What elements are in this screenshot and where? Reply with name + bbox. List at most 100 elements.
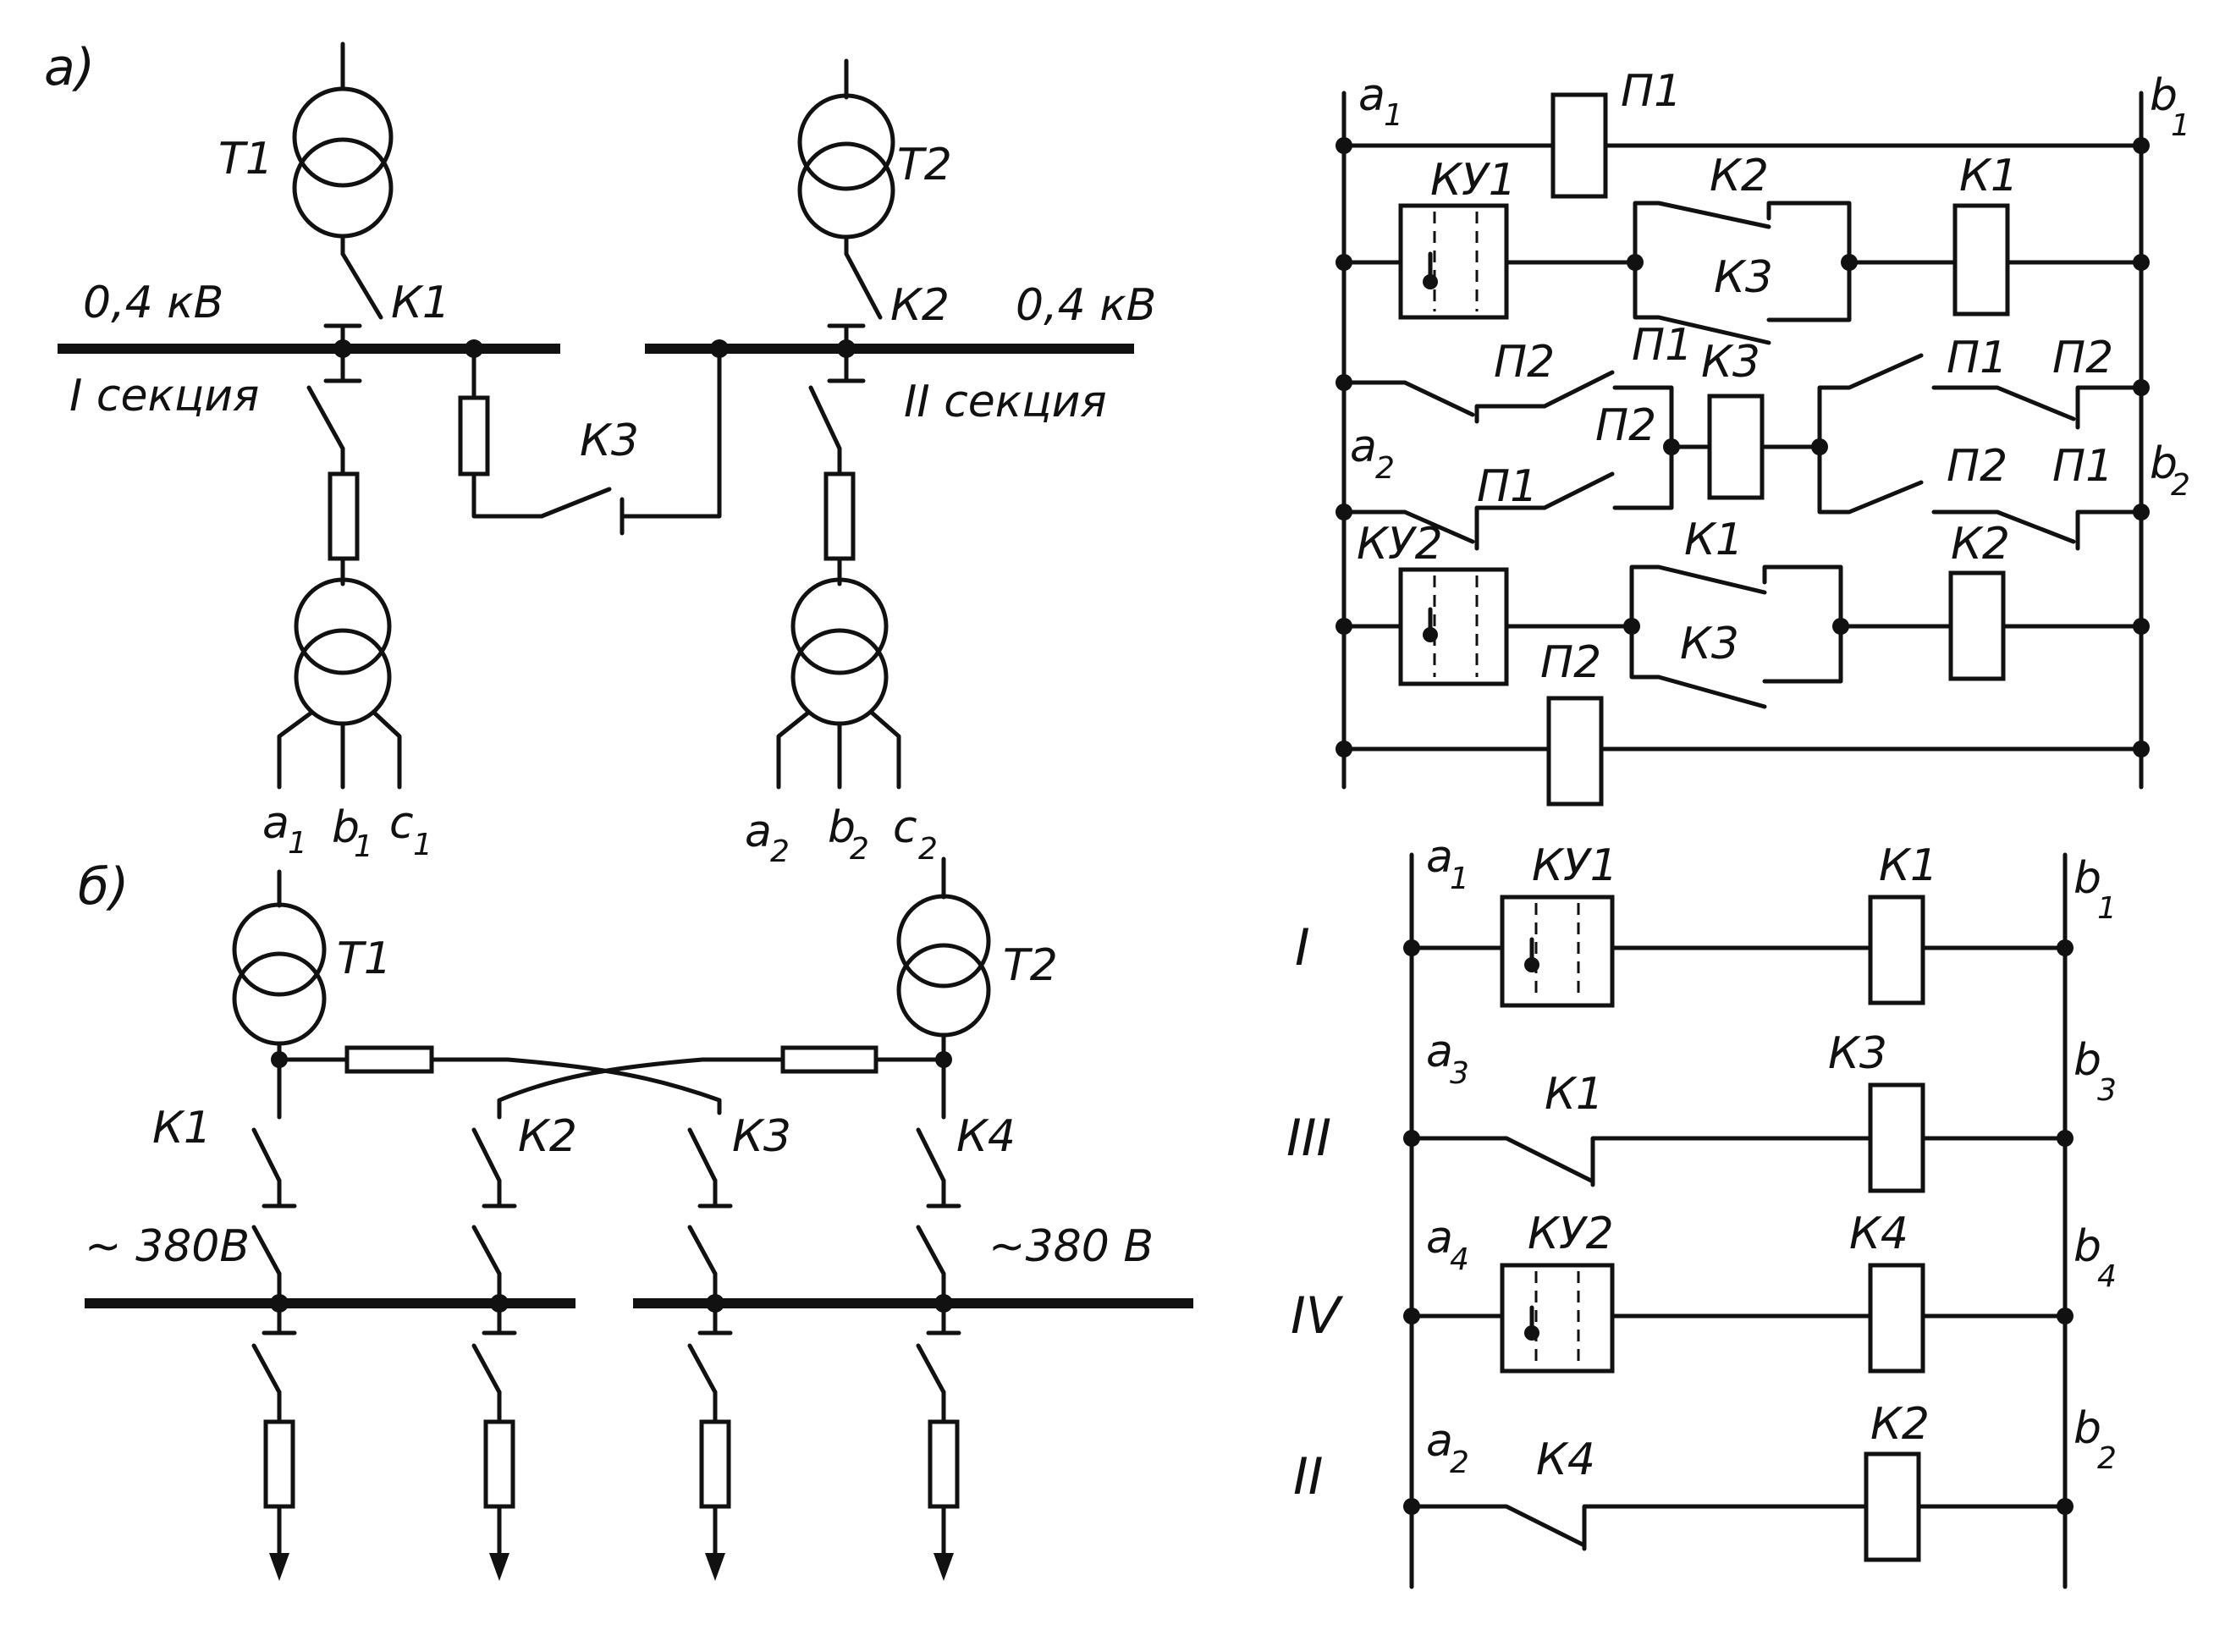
row-iii-b-sub: 3 [2097,1073,2117,1108]
out-c1-sub: 1 [413,828,432,862]
t1-b-label: Т1 [337,933,392,984]
breakers-b: К1 К2 К3 К4 [152,1057,1016,1209]
row-iv-a-sub: 4 [1450,1242,1469,1277]
t1-label: Т1 [218,134,273,184]
k2-coil-b-label: К2 [1870,1399,1930,1450]
rail-a2: a [1350,421,1377,472]
t2-label: Т2 [897,140,952,190]
diagram-b: б) Т1 Т2 [78,856,1193,1581]
k2-label: К2 [890,280,950,331]
k2-b-label: К2 [518,1111,577,1162]
section-2-label: II секция [904,377,1107,427]
row-ii-a: a [1426,1416,1453,1467]
k3-label: К3 [580,416,639,466]
p2-coil-label: П2 [1540,637,1601,688]
p2-r4b-label: П2 [1947,441,2007,492]
out-c2-sub: 2 [918,832,938,867]
row-iv-b: b [2074,1221,2101,1272]
row-i-b: b [2074,853,2101,904]
control-scheme-a: a 1 b 1 a 2 b 2 П1 КУ1 К2 К3 К [1336,66,2190,807]
k1-label: К1 [391,278,450,328]
voltage-left-label: 0,4 кВ [83,278,223,328]
p2-r3b-label: П2 [2052,333,2113,383]
p2-r4-label: П2 [1595,400,1656,451]
feeder-right-a: a 2 b 2 c 2 [745,385,938,869]
out-b1: b [332,802,360,853]
row-iii-a: a [1426,1027,1453,1077]
voltage-right-b: ~380 В [989,1221,1154,1272]
k1-coil-label: К1 [1959,151,2018,201]
p1-r4b-label: П1 [2052,441,2113,492]
p1-r3b-label: П1 [1947,333,2007,383]
out-a2: a [745,807,772,857]
outgoing-feeders [251,1301,961,1581]
rail-b2-sub: 2 [2171,468,2190,503]
ku1-b-label: КУ1 [1532,840,1618,891]
row-iii-label: III [1286,1109,1331,1168]
p2-r3-label: П2 [1494,337,1555,388]
row-ii-a-sub: 2 [1450,1446,1469,1480]
transformer-t1-a: Т1 К1 [218,41,450,328]
voltage-left-b: ~ 380В [85,1221,250,1272]
ku2-label: КУ2 [1357,519,1443,570]
ku2-b-label: КУ2 [1528,1209,1614,1259]
transformer-t1-b: Т1 [232,869,392,1068]
out-a1-sub: 1 [288,826,307,861]
rail-a2-sub: 2 [1375,451,1395,486]
k3-coil-label: К3 [1701,337,1760,388]
row-ii-b: b [2074,1403,2101,1454]
out-c2: c [893,802,917,853]
row-iv-b-sub: 4 [2097,1259,2117,1294]
row-i-a: a [1426,832,1453,883]
p1-r4-label: П1 [1477,461,1538,512]
out-a2-sub: 2 [770,834,790,869]
k4-contact-b-label: К4 [1536,1434,1595,1485]
cross-connection [277,1045,946,1120]
row-i-b-sub: 1 [2097,891,2117,926]
row-iii-a-sub: 3 [1450,1056,1469,1091]
rail-a1: a [1358,70,1385,121]
k1-contact-b-label: К1 [1545,1069,1604,1120]
rail-b1: b [2150,70,2178,121]
diagram-a-label: а) [44,38,95,97]
out-b2: b [828,802,856,853]
p1-r3-label: П1 [1632,320,1693,371]
k3-b-label: К3 [732,1111,791,1162]
transformer-t2-a: Т2 К2 [797,58,952,331]
row-i-label: I [1295,918,1310,977]
k3-contact-r5-label: К3 [1680,619,1739,669]
ku1-label: КУ1 [1430,155,1517,206]
k4-b-label: К4 [956,1111,1016,1162]
rail-a1-sub: 1 [1384,98,1403,133]
p1-coil-label: П1 [1621,66,1682,117]
out-b2-sub: 2 [850,832,869,867]
section-1-label: I секция [69,371,259,421]
row-i-a-sub: 1 [1450,862,1469,896]
row-iii-b: b [2074,1035,2101,1086]
transformer-t2-b: Т2 [896,856,1058,1068]
row-iv-label: IV [1291,1286,1344,1346]
k1-b-label: К1 [152,1103,212,1154]
row-iv-a: a [1426,1213,1453,1264]
rail-b2: b [2150,438,2178,489]
sectional-k3-a: К3 [458,339,729,536]
k3-coil-b-label: К3 [1828,1028,1887,1079]
k3-contact-r2-label: К3 [1714,252,1773,303]
k2-coil-label: К2 [1951,519,2010,570]
voltage-right-label: 0,4 кВ [1016,280,1156,331]
rail-b1-sub: 1 [2171,108,2190,143]
row-ii-label: II [1293,1447,1323,1506]
k2-contact-label: К2 [1710,151,1769,201]
out-a1: a [262,798,289,849]
k1-coil-b-label: К1 [1879,840,1938,891]
k4-coil-b-label: К4 [1849,1209,1908,1259]
out-c1: c [389,798,414,849]
diagram-a: а) Т1 К1 Т2 К2 0,4 кВ 0,4 кВ I секция II… [44,38,1156,869]
diagram-b-label: б) [78,857,129,917]
control-scheme-b: I a 1 b 1 КУ1 К1 III a 3 b 3 К1 К3 IV a … [1286,832,2117,1589]
k1-contact-label: К1 [1684,515,1743,565]
out-b1-sub: 1 [354,829,373,864]
t2-b-label: Т2 [1003,940,1058,991]
